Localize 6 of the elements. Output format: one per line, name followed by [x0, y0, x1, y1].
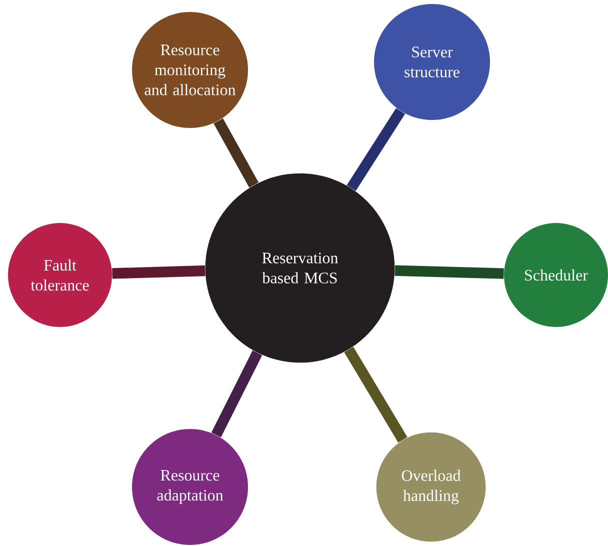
- connector: [214, 118, 259, 188]
- connector: [346, 108, 406, 191]
- connector: [394, 265, 504, 279]
- connector: [112, 265, 206, 279]
- connector: [344, 346, 408, 443]
- connector: [211, 350, 262, 438]
